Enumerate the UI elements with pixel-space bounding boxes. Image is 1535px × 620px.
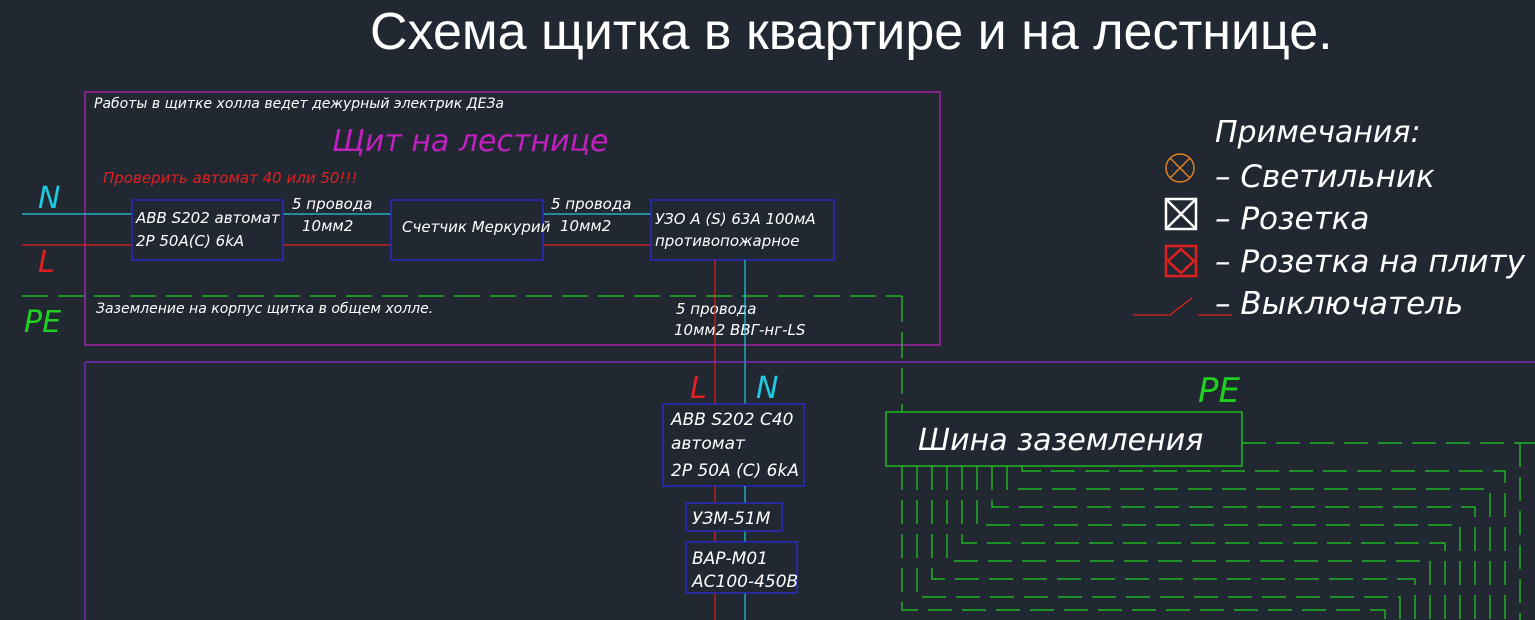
apartment-breaker-box bbox=[662, 403, 805, 487]
ground-note: Заземление на корпус щитка в общем холле… bbox=[96, 301, 433, 317]
stair-panel-title: Щит на лестнице bbox=[332, 124, 608, 159]
stair-panel-frame bbox=[84, 91, 941, 346]
legend-item-switch: – Выключатель bbox=[1215, 286, 1463, 322]
wire2-label-2: 10мм2 bbox=[560, 217, 611, 235]
ground-bus-box bbox=[885, 411, 1243, 467]
wire2-label-1: 5 провода bbox=[551, 195, 631, 213]
meter-box bbox=[390, 199, 544, 261]
apartment-live-label: L bbox=[690, 371, 707, 406]
stair-breaker-line2: 2P 50A(C) 6kA bbox=[136, 232, 244, 250]
rcd-line1: УЗО А (S) 63А 100мА bbox=[655, 210, 816, 228]
diagram-title: Схема щитка в квартире и на лестнице. bbox=[370, 3, 1333, 61]
stove-socket-icon bbox=[1164, 244, 1198, 278]
ground-conductors bbox=[901, 442, 1535, 620]
ground-conductor-3 bbox=[991, 466, 1476, 620]
socket-icon bbox=[1164, 197, 1198, 231]
var-line2: AC100-450B bbox=[691, 572, 798, 592]
ground-conductor-6 bbox=[946, 466, 1431, 620]
legend-item-stove-socket: – Розетка на плиту bbox=[1215, 244, 1526, 280]
stair-panel-warning: Проверить автомат 40 или 50!!! bbox=[103, 169, 357, 187]
uzm-box bbox=[685, 502, 783, 532]
ground-conductor-1 bbox=[1021, 466, 1506, 620]
var-line1: ВАР-М01 bbox=[692, 549, 768, 569]
switch-icon bbox=[1133, 297, 1232, 316]
rcd-box bbox=[650, 199, 835, 261]
riser-wire-label-2: 10мм2 ВВГ-нг-LS bbox=[674, 321, 806, 339]
apartment-breaker-line1: ABB S202 C40 bbox=[670, 410, 794, 430]
apartment-pe-label: PE bbox=[1198, 371, 1241, 411]
live-line-label: L bbox=[38, 245, 55, 280]
ground-conductor-9 bbox=[901, 466, 1386, 620]
ground-conductor-8 bbox=[916, 466, 1401, 620]
stair-panel-note: Работы в щитке холла ведет дежурный элек… bbox=[94, 96, 504, 112]
pe-line-label: PE bbox=[24, 305, 61, 340]
apartment-breaker-line2: автомат bbox=[671, 434, 746, 454]
ground-conductor-2 bbox=[1006, 466, 1491, 620]
meter-label: Счетчик Меркурий bbox=[402, 218, 551, 236]
stair-breaker-line1: ABB S202 автомат bbox=[135, 209, 281, 227]
rcd-line2: противопожарное bbox=[655, 232, 799, 250]
lamp-icon bbox=[1165, 153, 1195, 183]
ground-conductor-5 bbox=[961, 466, 1446, 620]
ground-conductor-7 bbox=[931, 466, 1416, 620]
wire1-label-2: 10мм2 bbox=[302, 217, 353, 235]
neutral-line-label: N bbox=[38, 181, 60, 216]
legend-item-lamp: – Светильник bbox=[1215, 159, 1435, 195]
riser-wire-label-1: 5 провода bbox=[676, 300, 756, 318]
legend-title: Примечания: bbox=[1215, 115, 1421, 150]
apartment-neutral-label: N bbox=[756, 371, 778, 406]
var-box bbox=[685, 541, 798, 594]
ground-bus-label: Шина заземления bbox=[918, 423, 1203, 458]
legend-item-socket: – Розетка bbox=[1215, 201, 1369, 237]
wire1-label-1: 5 провода bbox=[292, 195, 372, 213]
apartment-breaker-line3: 2P 50A (C) 6kA bbox=[671, 461, 799, 481]
ground-conductor-4 bbox=[976, 466, 1461, 620]
stair-breaker-box bbox=[131, 199, 284, 261]
uzm-label: УЗМ-51М bbox=[692, 509, 771, 529]
